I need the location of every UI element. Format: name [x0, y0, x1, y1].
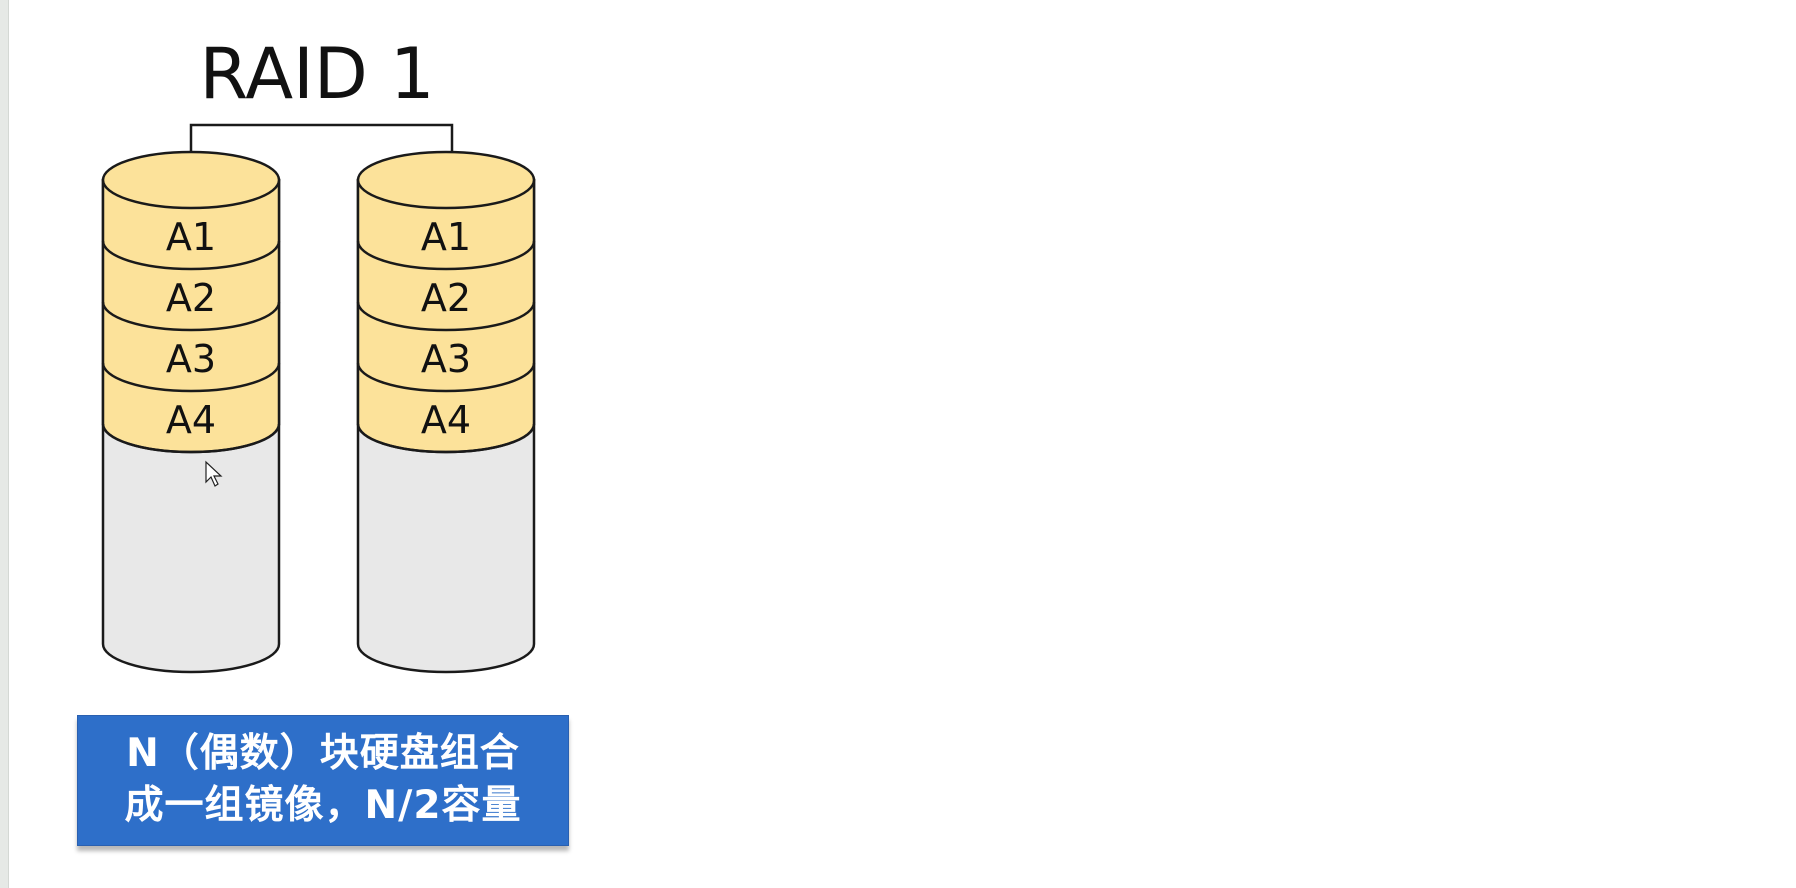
- block-separator: [356, 240, 536, 271]
- mouse-cursor-icon: [205, 460, 223, 487]
- block-label: A3: [166, 337, 216, 381]
- block-separator: [356, 423, 536, 454]
- block-separator: [101, 301, 281, 332]
- block-label: A1: [421, 215, 471, 259]
- block-separator: [101, 423, 281, 454]
- block-label: A4: [421, 398, 471, 442]
- block-separator: [356, 362, 536, 393]
- block-label: A4: [166, 398, 216, 442]
- block-label: A1: [166, 215, 216, 259]
- block-separator: [101, 362, 281, 393]
- caption-line-2: 成一组镜像，N/2容量: [124, 783, 522, 828]
- disk-top: [101, 150, 281, 210]
- block-separator: [356, 301, 536, 332]
- diagram-title: RAID 1: [199, 33, 434, 115]
- block-label: A3: [421, 337, 471, 381]
- left-rail: [0, 0, 8, 888]
- block-label: A2: [166, 276, 216, 320]
- disk-top: [356, 150, 536, 210]
- caption-line-1: N（偶数）块硬盘组合: [126, 731, 520, 776]
- block-label: A2: [421, 276, 471, 320]
- caption-box: N（偶数）块硬盘组合 成一组镜像，N/2容量: [77, 715, 569, 846]
- block-separator: [101, 240, 281, 271]
- left-rail-divider: [8, 0, 9, 888]
